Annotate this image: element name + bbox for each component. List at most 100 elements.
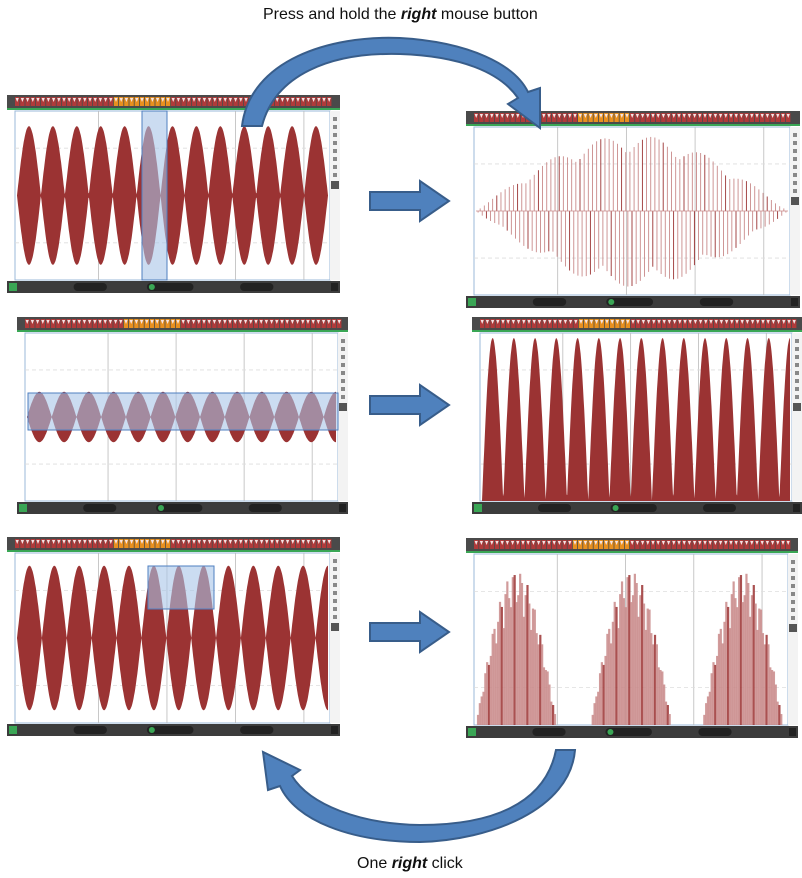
waveform-sample xyxy=(714,664,717,725)
channel-marker xyxy=(202,320,206,324)
channel-marker xyxy=(765,541,769,545)
channel-marker xyxy=(647,320,651,324)
waveform-sample xyxy=(495,643,498,725)
channel-marker xyxy=(20,98,24,102)
channel-marker xyxy=(20,540,24,544)
run-button xyxy=(19,504,27,512)
channel-marker xyxy=(88,540,92,544)
curved-arrow-bottom-icon xyxy=(261,749,577,844)
waveform-sample xyxy=(611,621,614,725)
channel-marker xyxy=(615,320,619,324)
toolbar-close-icon xyxy=(793,504,800,512)
channel-marker xyxy=(259,320,263,324)
channel-marker xyxy=(119,98,123,102)
channel-marker xyxy=(574,320,578,324)
waveform-sample xyxy=(728,628,732,725)
waveform-sample xyxy=(631,595,635,725)
toolbar-group-right xyxy=(240,726,274,734)
waveform-sample xyxy=(515,602,518,725)
waveform-sample xyxy=(544,669,547,725)
channel-marker xyxy=(145,540,149,544)
waveform-sample xyxy=(526,585,529,725)
channel-marker xyxy=(756,320,760,324)
toolbar-play-icon xyxy=(148,284,155,290)
side-tool-icon xyxy=(791,568,795,572)
channel-marker xyxy=(301,540,305,544)
waveform-sample xyxy=(716,655,719,725)
channel-marker xyxy=(522,320,526,324)
channel-marker xyxy=(599,114,603,118)
channel-marker xyxy=(698,114,702,118)
channel-marker xyxy=(135,98,139,102)
side-tool-active-icon xyxy=(331,181,339,189)
waveform-sample xyxy=(659,669,662,725)
channel-marker xyxy=(656,114,660,118)
channel-marker xyxy=(15,540,19,544)
waveform-sample xyxy=(484,673,487,725)
waveform-sample xyxy=(517,595,520,725)
channel-marker xyxy=(161,540,165,544)
channel-marker xyxy=(569,320,573,324)
toolbar-group-left xyxy=(532,728,566,736)
waveform-sample xyxy=(493,628,496,725)
waveform-sample xyxy=(734,598,737,725)
channel-marker xyxy=(82,320,86,324)
channel-marker xyxy=(765,114,769,118)
screenshot-horizontal-zoom-before xyxy=(7,95,340,293)
channel-marker xyxy=(542,114,546,118)
waveform-sample xyxy=(743,595,746,725)
channel-marker xyxy=(233,320,237,324)
channel-marker xyxy=(109,540,113,544)
app-screenshot xyxy=(17,317,348,514)
app-screenshot xyxy=(466,538,798,738)
channel-marker xyxy=(635,541,639,545)
side-tool-active-icon xyxy=(339,403,347,411)
channel-marker xyxy=(208,540,212,544)
channel-marker xyxy=(31,540,35,544)
side-tool-icon xyxy=(793,157,797,161)
channel-marker xyxy=(46,540,50,544)
channel-marker xyxy=(129,320,133,324)
waveform-sample xyxy=(657,667,660,725)
zoom-selection-box xyxy=(147,565,215,610)
waveform-sample xyxy=(644,629,647,725)
channel-marker xyxy=(573,114,577,118)
channel-marker xyxy=(573,541,577,545)
channel-marker xyxy=(683,320,687,324)
channel-marker xyxy=(563,320,567,324)
zoom-selection-vertical xyxy=(141,110,168,281)
channel-marker xyxy=(635,114,639,118)
waveform-sample xyxy=(509,607,513,725)
channel-marker xyxy=(479,541,483,545)
side-tool-icon xyxy=(341,387,345,391)
channel-marker xyxy=(532,320,536,324)
channel-marker xyxy=(760,114,764,118)
channel-marker xyxy=(667,320,671,324)
channel-marker xyxy=(708,541,712,545)
toolbar-group-center xyxy=(156,504,203,512)
run-button xyxy=(9,726,17,734)
waveform-sample xyxy=(622,598,625,725)
channel-marker xyxy=(51,320,55,324)
channel-marker xyxy=(119,320,123,324)
channel-marker xyxy=(182,98,186,102)
channel-marker xyxy=(595,320,599,324)
toolbar-group-right xyxy=(240,283,274,291)
waveform-sample xyxy=(655,644,658,725)
channel-marker xyxy=(491,320,495,324)
waveform-sample xyxy=(758,608,761,725)
channel-marker xyxy=(171,98,175,102)
waveform-sample xyxy=(754,603,757,725)
waveform-sample xyxy=(736,607,739,725)
channel-marker xyxy=(78,98,82,102)
channel-marker xyxy=(317,540,321,544)
channel-marker xyxy=(145,320,149,324)
side-tool-icon xyxy=(333,133,337,137)
toolbar-group-left xyxy=(83,504,117,512)
channel-marker xyxy=(62,98,66,102)
channel-marker xyxy=(719,541,723,545)
channel-marker xyxy=(150,98,154,102)
channel-marker xyxy=(782,320,786,324)
channel-marker xyxy=(213,98,217,102)
waveform-sample xyxy=(637,616,640,725)
